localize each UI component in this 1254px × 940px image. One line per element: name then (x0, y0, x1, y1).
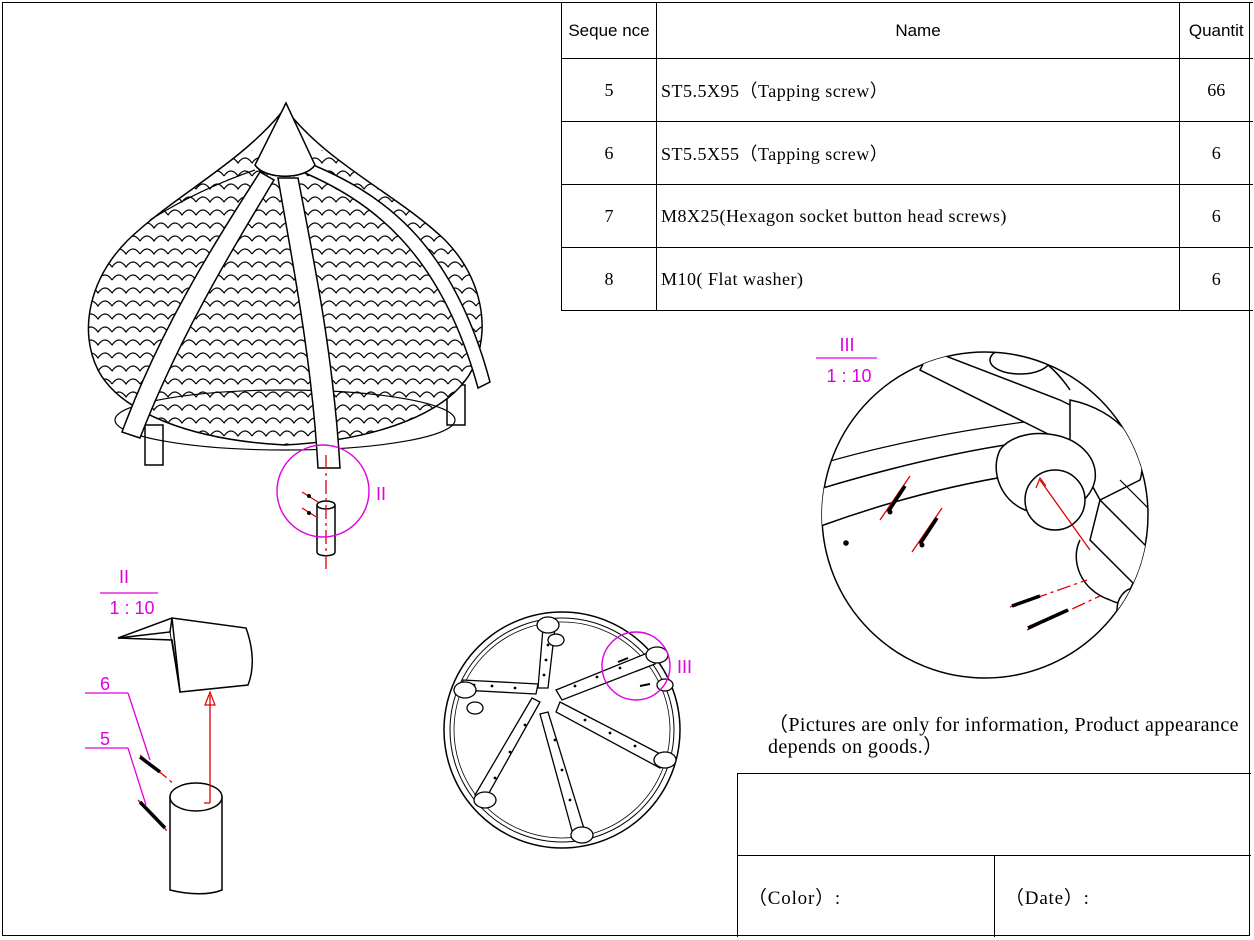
row-quantity: 6 (1179, 184, 1253, 248)
header-sequence: Seque nce (561, 2, 657, 59)
detail-III-scale: 1 : 10 (826, 366, 871, 386)
dome-underside-view (443, 611, 681, 849)
post-end (453, 681, 477, 699)
post-end (653, 751, 677, 769)
dome-leg (144, 424, 164, 466)
row-quantity: 6 (1179, 247, 1253, 311)
header-name: Name (656, 2, 1180, 59)
table-header-row: Seque nce Name Quantit (561, 2, 1253, 59)
disclaimer-note: （Pictures are only for information, Prod… (768, 714, 1239, 758)
detail-III-label: III (839, 335, 854, 355)
detail-II-scale: 1 : 10 (109, 598, 154, 618)
post-end (466, 701, 484, 715)
color-field: （Color）: (737, 855, 995, 937)
detail-III-marker-circle (601, 631, 671, 701)
dome-rib (296, 161, 491, 390)
dome-rib (121, 170, 276, 439)
table-row: 7 M8X25(Hexagon socket button head screw… (561, 184, 1253, 248)
detail-II-marker: II (376, 484, 386, 504)
table-row: 8 M10( Flat washer) 6 (561, 247, 1253, 311)
row-sequence: 6 (561, 121, 657, 185)
post-end (645, 646, 669, 664)
row-quantity: 6 (1179, 121, 1253, 185)
row-name: M8X25(Hexagon socket button head screws) (656, 184, 1180, 248)
date-field: （Date）: (994, 855, 1251, 937)
dome-main-view (87, 101, 491, 557)
detail-III-marker: III (677, 657, 692, 677)
title-block-top-cell (737, 773, 1251, 856)
detail-II-label: II (119, 567, 129, 587)
parts-list-table: Seque nce Name Quantit 5 ST5.5X95（Tappin… (561, 2, 1253, 311)
detail-III-view: III 1 : 10 (816, 335, 1149, 679)
row-sequence: 5 (561, 58, 657, 122)
detail-II-marker-circle (276, 444, 370, 538)
title-block: （Color）: （Date）: (737, 773, 1251, 937)
detail-II-leader (276, 444, 370, 570)
callout-part-6: 6 (100, 674, 110, 694)
row-sequence: 8 (561, 247, 657, 311)
post-end (536, 616, 560, 634)
callout-part-5: 5 (100, 729, 110, 749)
row-name: M10( Flat washer) (656, 247, 1180, 311)
dome-rib (277, 177, 341, 469)
detail-II-view: II 1 : 10 (85, 567, 253, 895)
post-end (547, 633, 565, 647)
post-end (473, 791, 497, 809)
row-sequence: 7 (561, 184, 657, 248)
post-end (570, 826, 594, 844)
